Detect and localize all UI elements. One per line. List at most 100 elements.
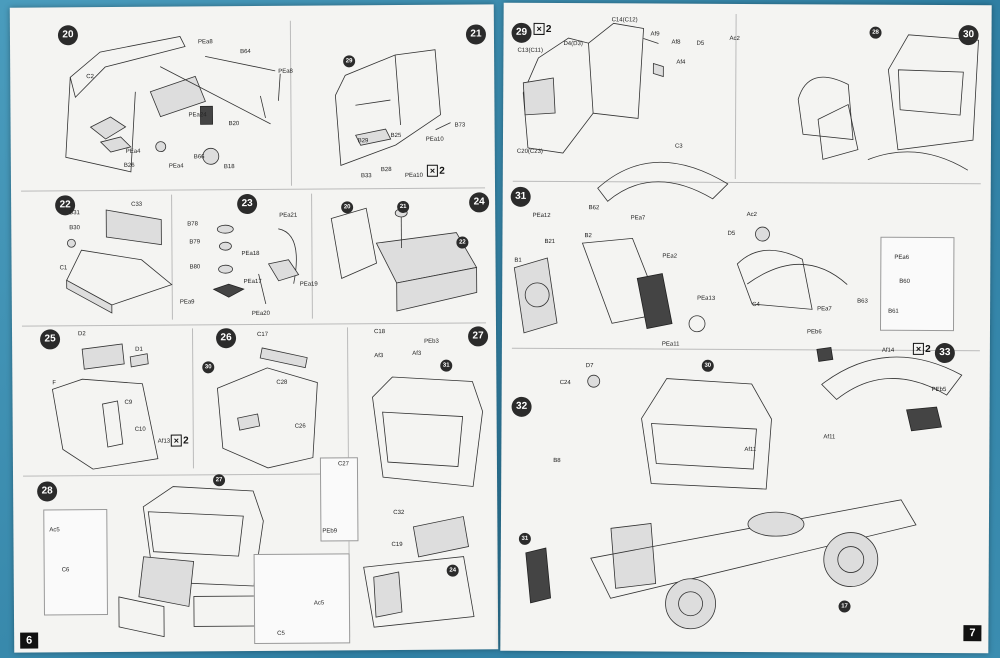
part-label: PEa8 (197, 39, 213, 46)
step-27-drawing (363, 376, 483, 628)
part-label: C6 (61, 567, 70, 574)
page-number: 6 (20, 632, 39, 649)
part-label: Af9 (650, 31, 660, 38)
part-label: C33 (131, 201, 143, 208)
part-label: C10 (134, 426, 146, 433)
part-label: C28 (276, 379, 288, 386)
reference-badge: 29 (343, 55, 356, 68)
step-29-drawing (522, 22, 664, 154)
reference-badge: 30 (202, 361, 215, 374)
part-label: C17 (257, 331, 269, 338)
part-label: B64 (240, 49, 251, 56)
part-label: PEb3 (424, 338, 439, 345)
part-label: C2 (86, 74, 94, 81)
reference-badge: 24 (446, 564, 459, 577)
part-label: B33 (360, 173, 372, 180)
part-label: D5 (727, 230, 736, 237)
part-label: F (52, 380, 57, 387)
part-label: Af3 (412, 350, 422, 357)
part-label: D1 (135, 346, 143, 353)
part-label: PEa2 (662, 253, 678, 260)
part-label: PEa9 (179, 299, 195, 306)
part-label: PEa17 (243, 278, 262, 286)
instruction-page-left: 20 PEa8 B64 PEa8 C2 PEa24 B20 PEa4 B66 B… (9, 4, 499, 653)
part-label: PEa4 (125, 148, 141, 155)
part-label: PEa11 (661, 341, 680, 348)
part-label: PEa12 (532, 212, 551, 219)
part-label: C27 (337, 461, 349, 468)
reference-badge: 31 (518, 532, 531, 545)
part-label: Ac2 (746, 212, 757, 219)
detail-inset (879, 236, 955, 332)
step-24-drawing (330, 207, 478, 312)
part-label: B26 (123, 162, 135, 169)
part-label: Af11 (744, 446, 757, 454)
part-label: C19 (391, 541, 403, 549)
fender-drawing (597, 161, 729, 202)
part-label: Ac5 (49, 527, 60, 534)
step-25-drawing (51, 343, 159, 470)
part-label: C24 (559, 380, 571, 387)
part-label: B25 (390, 132, 402, 140)
part-label: B60 (899, 278, 910, 285)
step-30-drawing (797, 34, 979, 171)
step-32-truck-drawing (525, 374, 917, 630)
part-label: Ac2 (729, 35, 740, 42)
step-28-drawing (118, 486, 265, 638)
part-label: Af4 (676, 59, 686, 66)
part-label: Af13 (157, 438, 171, 445)
part-label: B80 (189, 264, 201, 271)
part-label: PEa4 (168, 163, 184, 170)
part-label: PEa7 (817, 306, 832, 313)
part-label: D2 (78, 331, 86, 338)
step-22-drawing (66, 209, 173, 314)
reference-badge: 17 (838, 600, 851, 613)
part-label: B2 (584, 233, 592, 240)
reference-badge: 27 (213, 474, 226, 487)
part-label: Ac5 (313, 600, 325, 607)
step-33-drawing (816, 346, 963, 432)
part-label: B18 (223, 164, 235, 171)
page-number: 7 (963, 625, 982, 642)
part-label: PEa18 (241, 250, 260, 258)
part-label: PEb6 (806, 329, 822, 336)
part-label: C20(C23) (516, 148, 543, 155)
row-divider (21, 187, 486, 192)
part-label: PEa10 (404, 172, 423, 179)
step-23-drawing (212, 224, 300, 305)
reference-badge: 21 (397, 200, 410, 213)
quantity-multiplier: ×2 (170, 434, 189, 447)
part-label: B78 (187, 221, 198, 228)
part-label: Af14 (881, 347, 895, 354)
part-label: Af11 (823, 434, 836, 441)
part-label: PEa10 (425, 136, 444, 143)
part-label: B20 (228, 121, 240, 128)
part-label: D4(D3) (563, 41, 583, 48)
part-label: B73 (454, 122, 466, 129)
part-label: PEa8 (278, 68, 293, 75)
part-label: Af3 (374, 353, 384, 360)
part-label: C26 (294, 423, 306, 430)
part-label: PEa20 (251, 310, 270, 318)
part-label: C32 (393, 509, 405, 517)
part-label: B29 (357, 138, 369, 145)
part-label: D5 (696, 40, 705, 47)
part-label: B28 (380, 167, 392, 174)
part-label: B8 (553, 457, 561, 465)
reference-badge: 22 (456, 236, 469, 249)
part-label: C13(C11) (517, 47, 544, 54)
instruction-page-right: 29 ×2 C14(C12) C13(C11) D4(D3) Af9 Af8 A… (500, 2, 992, 654)
part-label: C9 (124, 399, 133, 406)
reference-badge: 31 (440, 359, 453, 372)
part-label: PEa19 (299, 281, 318, 288)
detail-inset (253, 553, 351, 645)
part-label: Af8 (671, 39, 681, 46)
part-label: B61 (888, 308, 899, 315)
reference-badge: 30 (701, 359, 714, 372)
part-label: B31 (69, 210, 80, 217)
part-label: PEa24 (188, 112, 207, 119)
step-26-drawing (216, 347, 318, 469)
part-label: C14(C12) (611, 17, 638, 24)
part-label: C1 (59, 265, 68, 272)
part-label: PEa21 (279, 212, 298, 219)
